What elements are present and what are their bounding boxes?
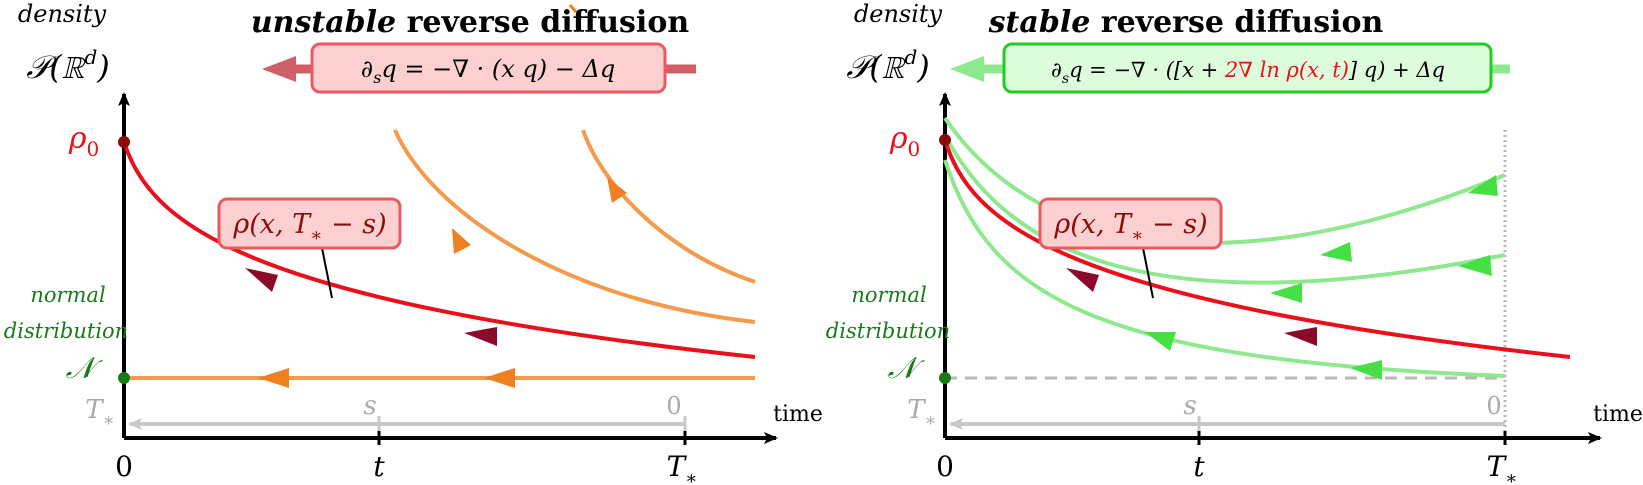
right-green-arrow-4 [1350,360,1382,380]
right-green-arrow-1 [1320,242,1352,262]
left-space-label: 𝒫(ℝd) [26,45,110,86]
left-title: unstable reverse diffusion [251,5,689,40]
right-tick-origin: 0 [936,450,954,483]
right-rho-box-pointer [1142,247,1154,299]
left-pde-bar-arrowhead [262,56,296,82]
right-normal-label-line2: distribution [826,319,950,343]
left-normal-label-line2: distribution [4,319,128,343]
right-rho0-point [939,134,951,146]
right-green-curve-1 [943,116,1506,245]
left-pde-box [310,42,667,94]
left-orange-arrow-4 [484,368,515,388]
right-pde-bar-arrowhead [950,56,984,82]
right-dark-red-arrow-1 [1066,268,1099,292]
right-green-arrow-6 [1458,255,1492,276]
left-time-label: time [773,402,823,427]
left-normal-point [118,372,130,384]
left-rho-box [217,197,402,250]
right-tick-end: T∗ [1487,450,1518,485]
right-rho0-label: ρ0 [889,121,920,161]
right-normal-symbol: 𝒩 [888,351,926,386]
left-title-rest: reverse diffusion [396,5,689,40]
right-rho-box [1038,197,1223,250]
left-tick-mid: t [373,450,385,483]
right-normal-label-line1: normal [851,283,926,307]
right-pde-box [1002,42,1493,94]
right-pde-score: 2∇ ln ρ(x, t) [1224,58,1349,82]
left-orange-arrow-2 [607,177,627,203]
right-green-arrow-3 [1145,332,1176,351]
left-dark-red-arrow-1 [245,268,278,292]
left-reverse-mid-label: s [363,391,376,421]
left-red-density-curve [122,141,756,359]
left-rho0-point [118,136,130,148]
left-title-tick [568,4,578,13]
left-panel: unstable reverse diffusion ∂sq = −∇ · (x… [4,0,823,485]
right-title-rest: reverse diffusion [1090,5,1383,40]
right-reverse-end-label: 0 [1486,392,1501,420]
left-orange-curve-1 [393,129,756,324]
left-reverse-start-label: T∗ [85,395,115,431]
right-reverse-start-label: T∗ [907,395,937,431]
left-rho-box-text: ρ(x, T∗ − s) [232,209,386,246]
right-normal-point [939,372,951,384]
left-normal-label-line1: normal [30,283,105,307]
right-green-curve-2 [943,134,1506,285]
left-pde-text: ∂sq = −∇ · (x q) − Δq [361,55,615,87]
left-reverse-end-label: 0 [666,392,681,420]
right-time-label: time [1593,402,1643,427]
left-title-emph: unstable [251,5,396,40]
left-orange-curve-2 [581,129,756,284]
left-tick-origin: 0 [115,450,133,483]
right-title: stable reverse diffusion [988,5,1384,40]
right-title-emph: stable [988,5,1091,40]
right-reverse-mid-label: s [1183,391,1196,421]
right-space-label: 𝒫(ℝd) [846,45,930,86]
right-pde-text: ∂sq = −∇ · ([x + 2∇ ln ρ(x, t)] q) + Δq [1051,58,1445,87]
left-rho0-label: ρ0 [68,121,99,161]
right-dark-red-arrow-2 [1284,327,1317,346]
right-red-density-curve [943,139,1571,359]
left-orange-arrow-3 [258,368,289,388]
right-rho-box-text: ρ(x, T∗ − s) [1053,209,1207,246]
left-orange-arrow-1 [452,228,471,254]
right-panel: stable reverse diffusion ∂sq = −∇ · ([x … [826,0,1643,485]
right-density-label: density [854,0,943,28]
left-normal-symbol: 𝒩 [66,351,104,386]
left-dark-red-arrow-2 [464,327,497,346]
right-green-arrow-5 [1468,175,1498,196]
right-tick-mid: t [1193,450,1205,483]
left-rho-box-pointer [321,247,333,299]
right-green-arrow-2 [1270,283,1302,303]
left-density-label: density [18,0,107,28]
right-green-curve-3 [943,159,1506,378]
left-tick-end: T∗ [667,450,698,485]
